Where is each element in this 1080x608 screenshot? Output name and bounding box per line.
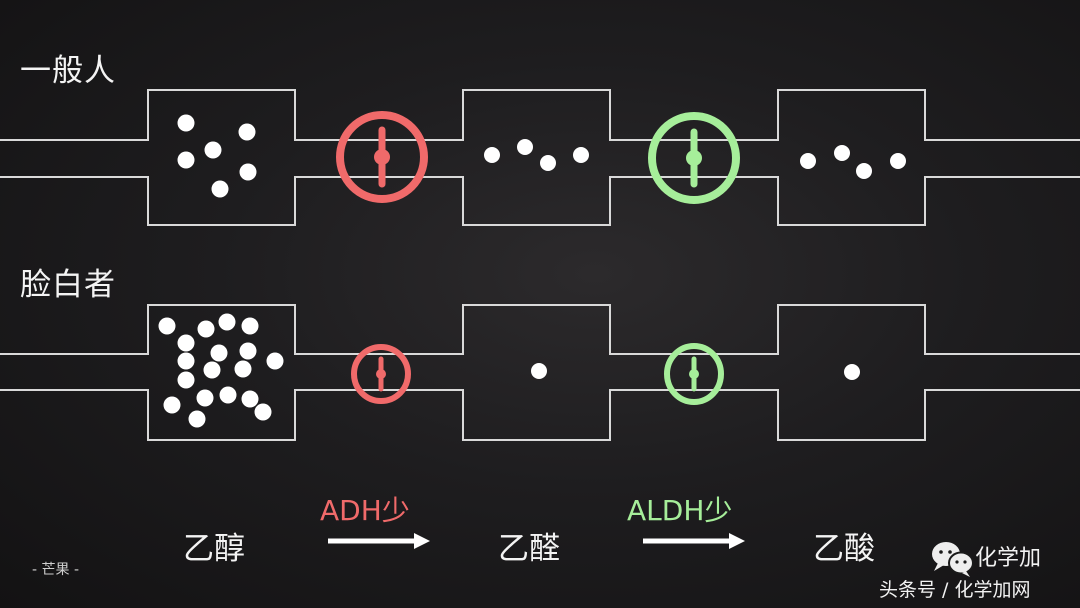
row-label-normal: 一般人 xyxy=(20,53,116,89)
adh-valve-icon-normal xyxy=(336,111,428,203)
acetic-acid-molecules-pale xyxy=(844,364,860,380)
compound-label-acetaldehyde: 乙醛 xyxy=(498,531,560,567)
aldh-valve-icon-pale xyxy=(664,343,724,405)
enzyme-label-adh: ADH少 xyxy=(320,494,410,527)
compound-label-acetic-acid: 乙酸 xyxy=(813,531,875,567)
pipeline-row-normal xyxy=(0,89,1080,226)
aldh-valve-icon-normal xyxy=(648,112,740,204)
arrow-icon-ethanol-to-acetaldehyde xyxy=(328,533,430,549)
watermark-subtitle: 头条号 / 化学加网 xyxy=(879,579,1031,601)
row-label-pale: 脸白者 xyxy=(20,267,116,303)
ethanol-molecules-normal xyxy=(177,114,257,198)
author-signature: - 芒果 - xyxy=(32,562,80,578)
pipeline-row-pale xyxy=(0,304,1080,441)
acetaldehyde-molecules-pale xyxy=(531,363,547,379)
wechat-icon xyxy=(932,542,974,577)
adh-valve-icon-pale xyxy=(351,344,411,404)
compound-label-ethanol: 乙醇 xyxy=(183,531,245,567)
enzyme-label-aldh: ALDH少 xyxy=(627,494,733,527)
ethanol-molecules-pale xyxy=(158,313,284,428)
arrow-icon-acetaldehyde-to-acetic-acid xyxy=(643,533,745,549)
acetaldehyde-molecules-normal xyxy=(484,139,589,171)
acetic-acid-molecules-normal xyxy=(800,145,906,179)
watermark-brand: 化学加 xyxy=(975,546,1042,571)
